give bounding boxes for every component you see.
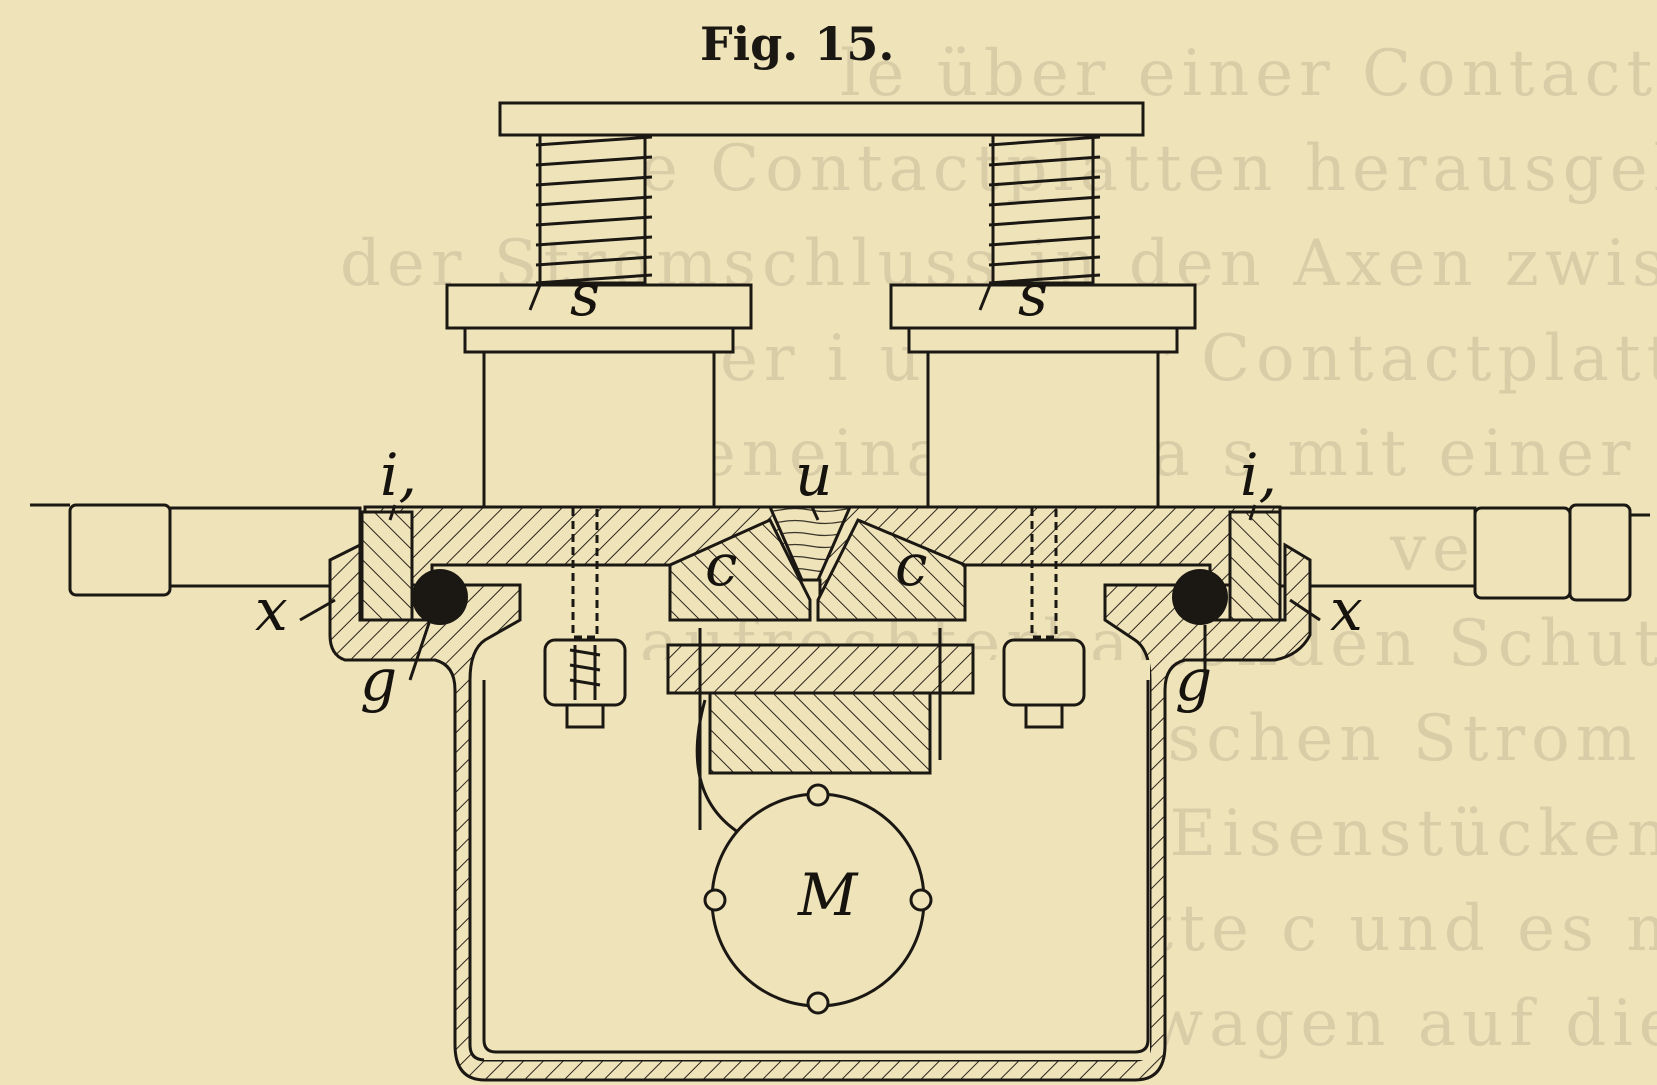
label-i-left: i, [380,441,417,509]
label-i-right: i, [1240,441,1277,509]
svg-text:le über einer Contactvorrichtu: le über einer Contactvorrichtung befinde… [840,37,1657,111]
right-post [926,350,1160,509]
top-plate-assembly [498,101,1145,285]
left-column [445,283,753,509]
label-s-left: s [570,261,600,329]
left-spring-coils [535,135,653,285]
left-post [482,350,716,509]
lower-block [708,691,932,775]
contact-plate [666,643,975,695]
right-spring-coils [988,135,1101,285]
right-i-block [1228,510,1282,624]
left-collar [463,326,735,354]
right-column [889,283,1197,509]
svg-text:er i und der Contactplatte c.: er i und der Contactplatte c. Da nun die [720,322,1657,396]
left-paving-block [68,503,172,597]
label-g-left: g [360,646,397,714]
left-bolt [543,505,627,729]
contact-block-left [668,518,812,622]
right-cap [889,283,1197,330]
right-paving-block-2 [1568,503,1632,602]
figure-title: Fig. 15. [700,17,894,71]
left-gasket [412,569,468,625]
label-c-left: c [705,531,737,599]
label-M: M [797,861,859,929]
left-spring-core [538,133,647,285]
contact-block-right [816,518,967,622]
label-g-right: g [1175,646,1212,714]
label-s-right: s [1018,261,1048,329]
disk-M [703,783,933,1015]
roadbed [30,503,1650,602]
base-plate [360,505,1282,624]
right-collar [907,326,1179,354]
right-gasket [1172,569,1228,625]
right-spring-core [991,133,1095,285]
leader-lines [299,284,1321,681]
label-x-left: x [255,576,288,644]
right-paving-block-1 [1473,506,1572,600]
right-bolt [1002,505,1086,729]
label-c-right: c [895,531,927,599]
svg-text:e Contactplatten herausgebrach: e Contactplatten herausgebracht. Hierdur… [640,132,1657,206]
left-i-block [360,510,414,624]
label-u: u [795,441,832,509]
top-plate [498,101,1145,137]
label-x-right: x [1330,576,1363,644]
insulator-u [767,505,853,582]
